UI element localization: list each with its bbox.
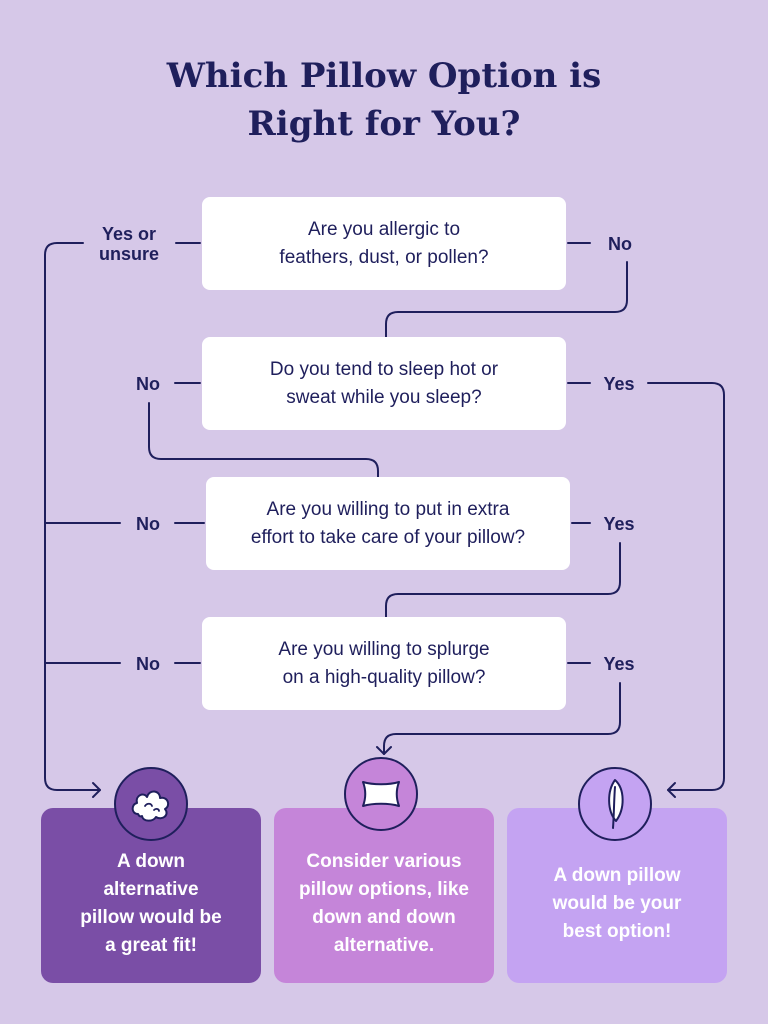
question-text-line: Are you allergic to xyxy=(307,218,461,240)
label-line: Yes or xyxy=(101,224,157,244)
result-text-line: A down xyxy=(117,850,185,872)
connector-q4-yes xyxy=(383,662,621,755)
question-text-line: feathers, dust, or pollen? xyxy=(279,246,489,268)
connector-q2-no xyxy=(148,382,379,478)
question-text-line: on a high-quality pillow? xyxy=(282,666,486,688)
result-text-line: pillow options, like xyxy=(299,878,469,900)
question-text-line: effort to take care of your pillow? xyxy=(250,526,526,548)
result-text-line: alternative xyxy=(103,878,199,900)
feather-icon-circle xyxy=(578,767,652,841)
connector-q1-yes xyxy=(44,242,201,791)
title-line-1: Which Pillow Option is xyxy=(166,56,602,96)
label-q4-no: No xyxy=(136,654,160,674)
connector-q2-yes xyxy=(567,382,725,791)
result-text-line: a great fit! xyxy=(105,934,197,956)
result-text-line: best option! xyxy=(562,920,672,942)
result-text-line: A down pillow xyxy=(553,864,681,886)
arrowhead-result-1 xyxy=(92,782,101,798)
label-q4-yes: Yes xyxy=(603,654,635,674)
result-text-line: Consider various xyxy=(306,850,462,872)
question-text-line: sweat while you sleep? xyxy=(286,386,482,408)
page-title: Which Pillow Option is Right for You? xyxy=(0,52,768,148)
label-q3-yes: Yes xyxy=(603,514,635,534)
question-extra-effort: Are you willing to put in extra effort t… xyxy=(206,477,570,570)
pillow-icon xyxy=(362,781,400,807)
label-q2-no: No xyxy=(136,374,160,394)
question-text-line: Are you willing to put in extra xyxy=(266,498,510,520)
question-text-line: Are you willing to splurge xyxy=(278,638,490,660)
title-line-2: Right for You? xyxy=(247,104,521,144)
connector-q1-no xyxy=(385,242,628,338)
feather-icon xyxy=(608,779,624,829)
result-text-line: down and down xyxy=(312,906,456,928)
label-q1-yes-or-unsure: Yes or unsure xyxy=(84,224,174,264)
result-text-line: would be your xyxy=(552,892,682,914)
label-q3-no: No xyxy=(136,514,160,534)
question-text-line: Do you tend to sleep hot or xyxy=(269,358,499,380)
arrowhead-result-2 xyxy=(376,746,392,755)
question-allergic: Are you allergic to feathers, dust, or p… xyxy=(202,197,566,290)
question-sleep-hot: Do you tend to sleep hot or sweat while … xyxy=(202,337,566,430)
connector-q3-yes xyxy=(385,522,621,618)
result-text-line: alternative. xyxy=(333,934,435,956)
cotton-icon xyxy=(131,790,170,822)
cotton-icon-circle xyxy=(114,767,188,841)
label-q1-no: No xyxy=(608,234,632,254)
result-down-pillow: A down pillow would be your best option! xyxy=(507,808,727,983)
pillow-icon-circle xyxy=(344,757,418,831)
result-text-line: pillow would be xyxy=(80,906,222,928)
arrowhead-result-3 xyxy=(667,782,676,798)
result-consider-options: Consider various pillow options, like do… xyxy=(274,808,494,983)
question-splurge: Are you willing to splurge on a high-qua… xyxy=(202,617,566,710)
label-line: unsure xyxy=(98,244,159,264)
label-q2-yes: Yes xyxy=(603,374,635,394)
